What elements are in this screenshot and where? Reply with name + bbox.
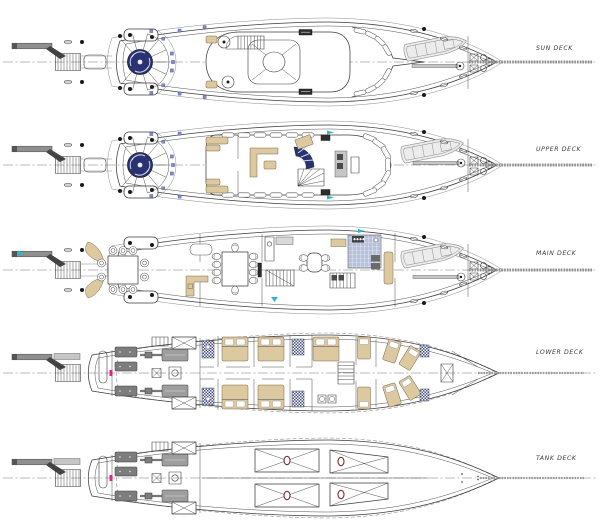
deck-marker — [271, 297, 278, 302]
main-deck-plan: MAIN DECK — [3, 225, 597, 315]
galley — [330, 234, 382, 270]
bathroom-tile — [419, 344, 430, 358]
sun-pad — [85, 277, 105, 299]
settee — [205, 136, 229, 145]
bathroom-tile — [419, 388, 430, 402]
fore-hatch — [440, 363, 454, 383]
manhole-icon — [283, 455, 291, 466]
gangway — [53, 353, 81, 360]
cabinet — [383, 251, 394, 285]
deck-marker — [327, 130, 334, 135]
crew-bed-icon — [382, 338, 402, 364]
deck-table — [217, 35, 231, 49]
bathroom-tile — [201, 387, 215, 406]
lower-deck-plan: LOWER DECK — [3, 332, 597, 414]
vent-grille — [320, 134, 331, 141]
passerelle-platform — [83, 157, 107, 173]
spiral-staircase-icon — [127, 49, 153, 75]
aft-deck-dining — [97, 246, 149, 294]
superstructure-top — [205, 31, 351, 93]
settee — [205, 178, 221, 186]
skylight — [247, 39, 301, 85]
manhole-icon — [283, 490, 291, 501]
companionway — [350, 156, 360, 174]
deck-label: UPPER DECK — [536, 146, 582, 153]
bathroom-tile — [201, 340, 215, 359]
bathroom-tile — [291, 338, 305, 356]
salon-d ining — [211, 242, 259, 296]
settee — [205, 144, 221, 152]
sun-bench — [205, 35, 218, 44]
cabin-bulkheads — [217, 335, 377, 411]
gangway — [53, 458, 81, 465]
deck-label: SUN DECK — [536, 45, 573, 52]
deck-label: TANK DECK — [536, 455, 577, 462]
breakfast-table — [298, 252, 331, 273]
fuel-tank — [254, 448, 320, 473]
main-stairs — [265, 269, 295, 287]
bed-icon — [221, 336, 249, 362]
davit-crane-icon — [412, 272, 466, 282]
tv-cabinet — [257, 262, 262, 278]
deck-table — [221, 75, 235, 89]
pantry-counter — [264, 236, 275, 262]
crew-bed-icon — [382, 382, 402, 408]
deck-marker — [327, 195, 334, 200]
crew-bed-icon — [398, 375, 422, 401]
bed-icon — [312, 336, 340, 362]
fuel-tank — [254, 483, 320, 508]
deck-label: MAIN DECK — [536, 250, 577, 257]
settee — [205, 185, 229, 194]
upper-deck-plan: UPPER DECK — [3, 120, 597, 210]
chart-desk — [249, 147, 279, 178]
sofa — [189, 243, 213, 256]
sun-deck-plan: SUN DECK — [3, 17, 597, 107]
bed-icon — [221, 384, 249, 410]
corridor-walls — [200, 366, 312, 380]
manhole-icon — [337, 456, 345, 467]
sun-pad — [85, 241, 105, 263]
tank-deck-plan: TANK DECK — [3, 437, 597, 519]
water-tank — [329, 449, 389, 474]
helm-console — [293, 146, 315, 170]
crew-bed-icon — [357, 336, 371, 360]
lobby-stairs — [329, 272, 356, 289]
deck-marker — [18, 250, 25, 256]
transom-post — [98, 455, 108, 489]
bed-icon — [257, 336, 285, 362]
mast-fairing-louvers — [351, 26, 425, 98]
crew-bed-icon — [357, 386, 371, 410]
deck-marker — [358, 229, 365, 233]
stairwell — [337, 361, 355, 385]
nav-seat — [294, 134, 314, 150]
transom-post — [98, 350, 108, 384]
laundry — [317, 394, 337, 404]
bathroom-tile — [291, 390, 305, 408]
crew-bed-icon — [398, 345, 422, 371]
deck-label: LOWER DECK — [536, 349, 584, 356]
cabinet — [263, 160, 277, 170]
passerelle-platform — [83, 54, 107, 70]
sideboard — [275, 236, 294, 245]
bar-counter — [185, 275, 209, 297]
davit-crane-icon — [411, 61, 465, 71]
manhole-icon — [337, 489, 345, 500]
water-tank — [329, 482, 389, 507]
wheelhouse-stairs — [297, 168, 325, 187]
spiral-staircase-icon — [127, 152, 153, 178]
bed-icon — [257, 384, 285, 410]
companionway-stairs — [225, 35, 265, 50]
sun-bench — [205, 80, 218, 89]
vent-grille — [320, 189, 331, 196]
